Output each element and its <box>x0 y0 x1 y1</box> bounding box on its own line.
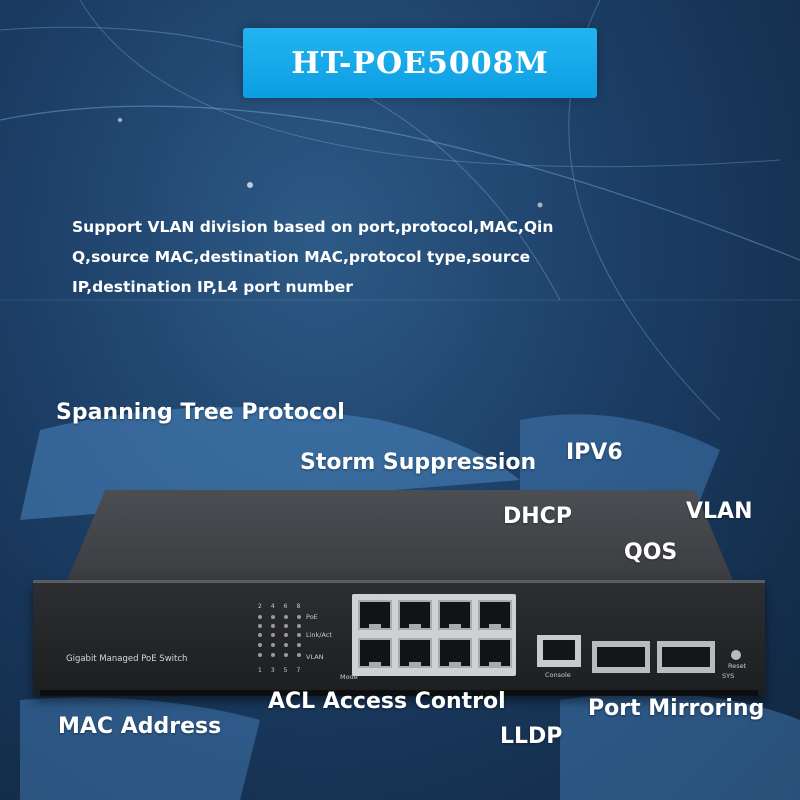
led-indicator <box>297 643 301 647</box>
led-indicator <box>258 643 262 647</box>
led-indicator <box>284 643 288 647</box>
feature-storm: Storm Suppression <box>300 450 537 475</box>
feature-mirror: Port Mirroring <box>588 696 765 721</box>
rj45-port[interactable] <box>438 638 472 668</box>
led-number: 2 <box>258 603 262 610</box>
led-indicator <box>271 643 275 647</box>
console-port[interactable] <box>537 635 581 667</box>
led-indicator <box>271 653 275 657</box>
led-number: 1 <box>258 667 262 674</box>
led-top-numbers: 2 4 6 8 <box>258 603 300 610</box>
led-label-vlan: VLAN <box>306 653 324 661</box>
feature-qos: QOS <box>624 540 678 565</box>
feature-dhcp: DHCP <box>503 504 572 529</box>
rj45-port[interactable] <box>478 638 512 668</box>
led-indicator <box>297 615 301 619</box>
switch-base <box>40 690 758 696</box>
feature-vlan: VLAN <box>686 499 753 524</box>
led-indicator <box>258 615 262 619</box>
sys-label: SYS <box>722 672 735 680</box>
led-label-link: Link/Act <box>306 631 332 639</box>
led-indicator <box>297 624 301 628</box>
vlan-description: Support VLAN division based on port,prot… <box>72 218 554 296</box>
led-label-poe: PoE <box>306 613 318 621</box>
reset-button[interactable] <box>731 650 741 660</box>
console-label: Console <box>545 671 571 679</box>
led-indicator <box>271 615 275 619</box>
led-number: 5 <box>283 667 288 674</box>
feature-lldp: LLDP <box>500 724 563 749</box>
led-indicator <box>258 624 262 628</box>
title-banner: HT-POE5008M <box>243 28 597 98</box>
rj45-port[interactable] <box>398 600 432 630</box>
led-number: 8 <box>296 603 301 610</box>
led-indicator <box>271 633 275 637</box>
led-number: 6 <box>283 603 288 610</box>
led-indicator <box>271 624 275 628</box>
switch-model-label: Gigabit Managed PoE Switch <box>66 654 188 664</box>
sfp-port[interactable] <box>592 641 650 673</box>
led-bottom-numbers: 1 3 5 7 <box>258 667 300 674</box>
led-number: 7 <box>296 667 301 674</box>
rj45-port[interactable] <box>358 638 392 668</box>
led-indicator <box>297 633 301 637</box>
led-indicator <box>258 653 262 657</box>
feature-stp: Spanning Tree Protocol <box>56 400 345 425</box>
led-indicator <box>284 615 288 619</box>
led-number: 3 <box>270 667 275 674</box>
feature-mac: MAC Address <box>58 714 222 739</box>
led-indicator <box>284 624 288 628</box>
mode-button-label: Mode <box>340 673 358 681</box>
feature-acl: ACL Access Control <box>268 689 506 714</box>
rj45-port[interactable] <box>438 600 472 630</box>
led-indicator <box>284 633 288 637</box>
led-number: 4 <box>270 603 275 610</box>
led-indicator <box>258 633 262 637</box>
led-panel: 2 4 6 8 PoE Link/Act VLAN 1 3 5 7 <box>258 603 338 675</box>
rj45-port-block <box>352 594 516 676</box>
rj45-port[interactable] <box>358 600 392 630</box>
led-indicator <box>284 653 288 657</box>
feature-ipv6: IPV6 <box>566 440 623 465</box>
rj45-port[interactable] <box>478 600 512 630</box>
sfp-port[interactable] <box>657 641 715 673</box>
reset-label: Reset <box>728 662 747 670</box>
led-indicator <box>297 653 301 657</box>
rj45-port[interactable] <box>398 638 432 668</box>
switch-top-panel <box>65 490 735 585</box>
product-title: HT-POE5008M <box>291 45 549 81</box>
